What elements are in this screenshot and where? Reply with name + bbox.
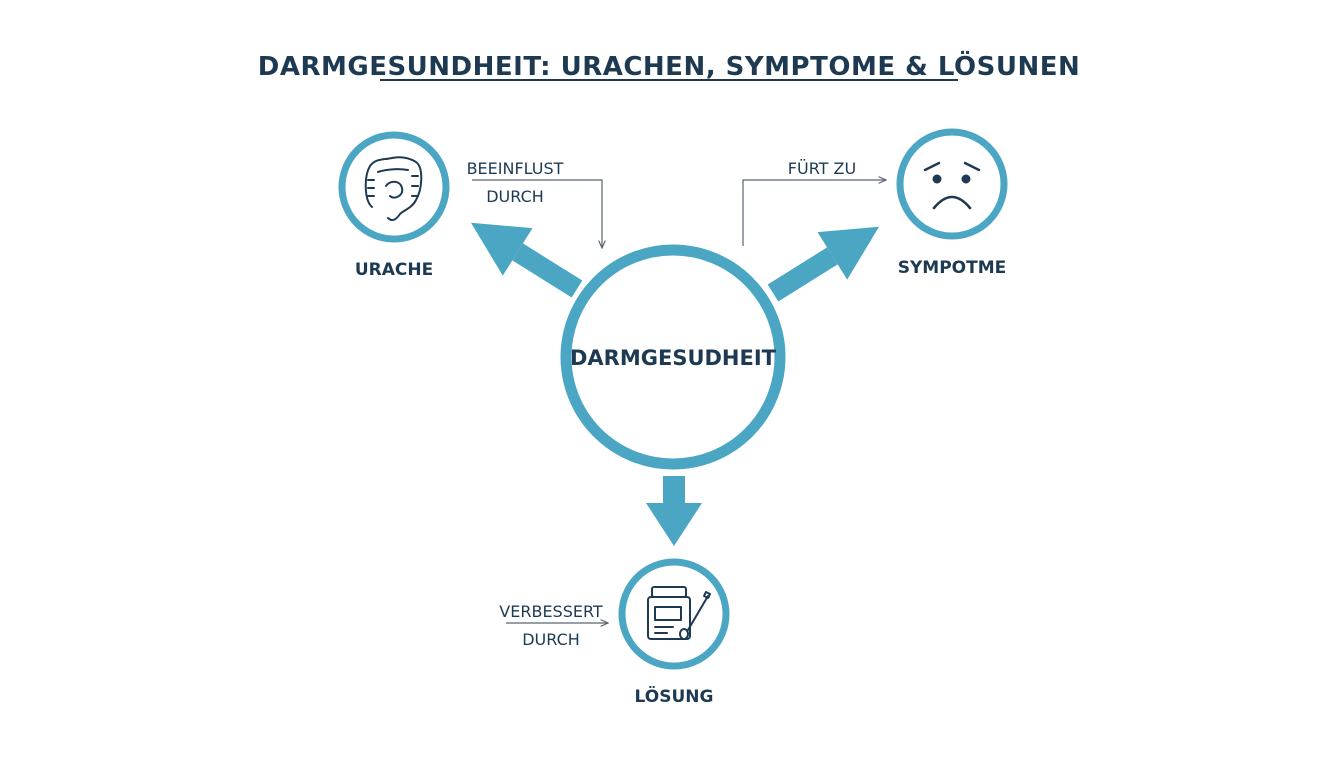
solution-edge: VERBESSERT DURCH — [499, 602, 608, 649]
cause-label: URACHE — [355, 260, 433, 280]
solution-node: LÖSUNG — [618, 558, 730, 707]
center-label: DARMGESUDHEIT — [570, 346, 777, 370]
sad-face-icon — [923, 161, 981, 210]
solution-edge-label-line1: VERBESSERT — [499, 602, 603, 621]
intestine-icon — [364, 156, 423, 222]
cause-node: URACHE — [338, 131, 450, 280]
solution-label: LÖSUNG — [635, 685, 714, 707]
diagram-title: DARMGESUNDHEIT: URACHEN, SYMPTOME & LÖSU… — [258, 49, 1080, 82]
symptoms-edge: FÜRT ZU — [742, 159, 886, 246]
cause-edge: BEEINFLUST DURCH — [467, 159, 602, 248]
supplement-jar-icon — [647, 586, 711, 640]
cause-edge-label-line1: BEEINFLUST — [467, 159, 564, 178]
arrow-to-symptoms — [767, 226, 880, 302]
symptoms-node: SYMPOTME — [896, 128, 1008, 278]
arrow-to-solution — [646, 476, 702, 546]
cause-edge-label-line2: DURCH — [486, 187, 544, 206]
symptoms-edge-label: FÜRT ZU — [788, 159, 856, 178]
symptoms-label: SYMPOTME — [898, 258, 1007, 278]
center-node: DARMGESUDHEIT — [560, 244, 786, 470]
solution-edge-label-line2: DURCH — [522, 630, 580, 649]
arrow-to-cause — [470, 222, 583, 298]
